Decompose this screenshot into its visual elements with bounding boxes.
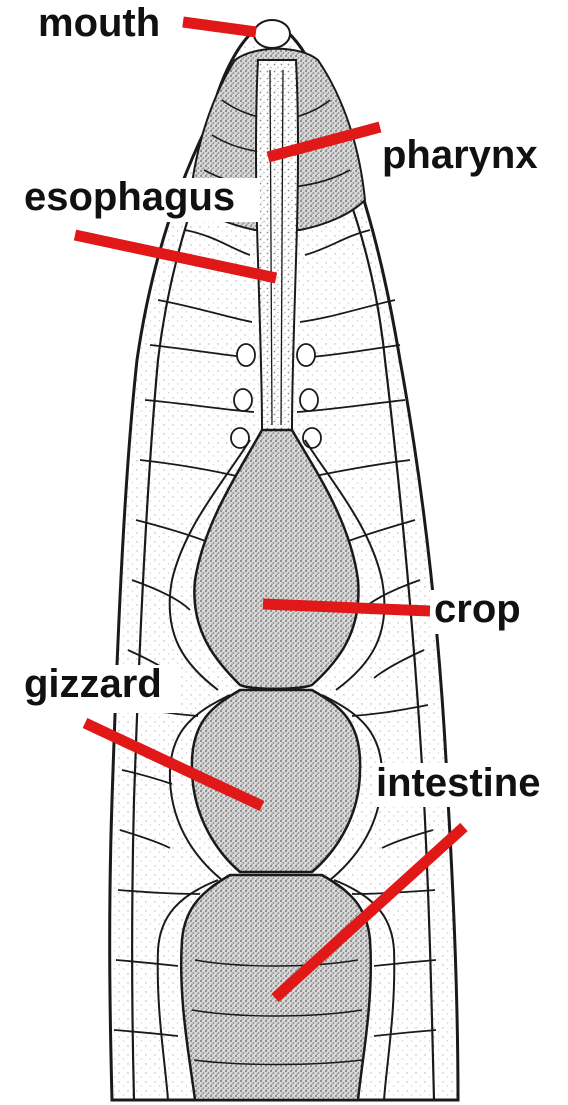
label-crop: crop bbox=[434, 587, 521, 631]
label-intestine: intestine bbox=[376, 761, 540, 805]
label-gizzard: gizzard bbox=[24, 662, 162, 706]
label-mouth: mouth bbox=[38, 1, 160, 45]
crop-pointer bbox=[263, 604, 430, 611]
label-pharynx: pharynx bbox=[382, 133, 538, 177]
intestine-organ bbox=[158, 875, 395, 1100]
label-esophagus: esophagus bbox=[24, 175, 235, 219]
mouth-opening bbox=[254, 20, 290, 48]
mouth-pointer bbox=[183, 22, 256, 32]
